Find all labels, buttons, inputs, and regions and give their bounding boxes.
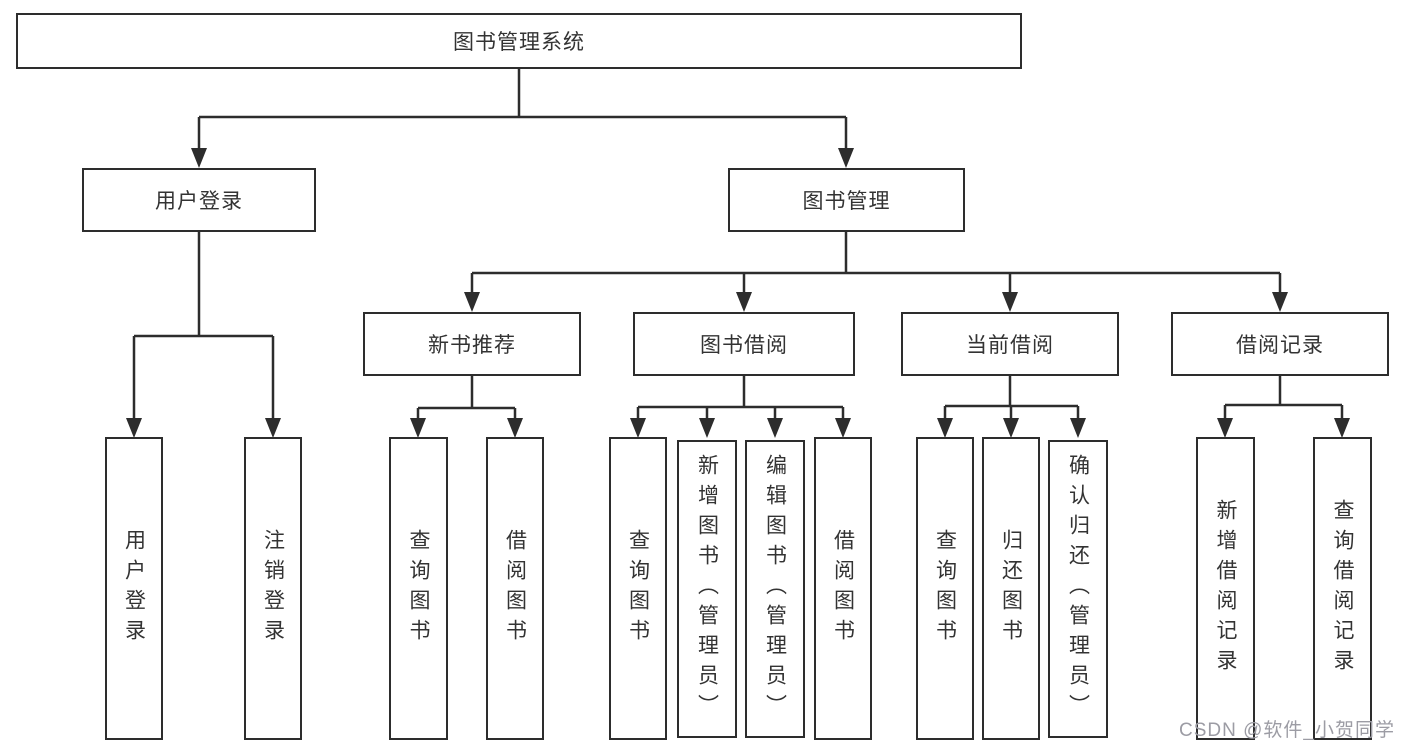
edge-login-to-leaves <box>132 232 275 422</box>
arrowhead-icon <box>838 148 854 168</box>
edge-records-to-leaves <box>1223 376 1344 422</box>
csdn-watermark: CSDN @软件_小贺同学 <box>1179 720 1395 741</box>
leaf-user-login: 用户登录 <box>105 437 163 740</box>
arrowhead-icon <box>1217 418 1233 438</box>
arrowhead-icon <box>937 418 953 438</box>
arrowhead-icon <box>835 418 851 438</box>
edge-borrowing-to-leaves <box>636 376 845 422</box>
arrowhead-icon <box>464 292 480 312</box>
arrowhead-icon <box>1003 418 1019 438</box>
node-book-management: 图书管理 <box>728 168 965 232</box>
leaf-query-books-current: 查询图书 <box>916 437 974 740</box>
leaf-logout-login: 注销登录 <box>244 437 302 740</box>
node-borrow-records: 借阅记录 <box>1171 312 1389 376</box>
arrowhead-icon <box>410 418 426 438</box>
node-book-borrowing: 图书借阅 <box>633 312 855 376</box>
arrowhead-icon <box>767 418 783 438</box>
arrow-heads <box>126 148 1350 438</box>
edge-mgmt-to-level3 <box>470 232 1282 296</box>
arrowhead-icon <box>699 418 715 438</box>
arrowhead-icon <box>126 418 142 438</box>
edge-root-to-level2 <box>197 69 848 152</box>
arrowhead-icon <box>1334 418 1350 438</box>
node-current-borrowing: 当前借阅 <box>901 312 1119 376</box>
leaf-query-borrow-record: 查询借阅记录 <box>1313 437 1372 740</box>
node-system-root: 图书管理系统 <box>16 13 1022 69</box>
arrowhead-icon <box>265 418 281 438</box>
arrowhead-icon <box>1070 418 1086 438</box>
node-user-login: 用户登录 <box>82 168 316 232</box>
arrowhead-icon <box>736 292 752 312</box>
leaf-borrow-books-borrowing: 借阅图书 <box>814 437 872 740</box>
leaf-confirm-return-admin: 确认归还（管理员） <box>1048 440 1108 738</box>
leaf-borrow-books-recommend: 借阅图书 <box>486 437 544 740</box>
arrowhead-icon <box>507 418 523 438</box>
edge-newbook-to-leaves <box>416 376 517 422</box>
arrowhead-icon <box>1002 292 1018 312</box>
leaf-add-borrow-record: 新增借阅记录 <box>1196 437 1255 740</box>
edge-current-to-leaves <box>943 376 1080 422</box>
leaf-query-books-borrowing: 查询图书 <box>609 437 667 740</box>
arrowhead-icon <box>191 148 207 168</box>
leaf-return-books: 归还图书 <box>982 437 1040 740</box>
leaf-edit-book-admin: 编辑图书（管理员） <box>745 440 805 738</box>
arrowhead-icon <box>630 418 646 438</box>
arrowhead-icon <box>1272 292 1288 312</box>
leaf-add-book-admin: 新增图书（管理员） <box>677 440 737 738</box>
node-new-book-recommend: 新书推荐 <box>363 312 581 376</box>
leaf-query-books-recommend: 查询图书 <box>389 437 448 740</box>
